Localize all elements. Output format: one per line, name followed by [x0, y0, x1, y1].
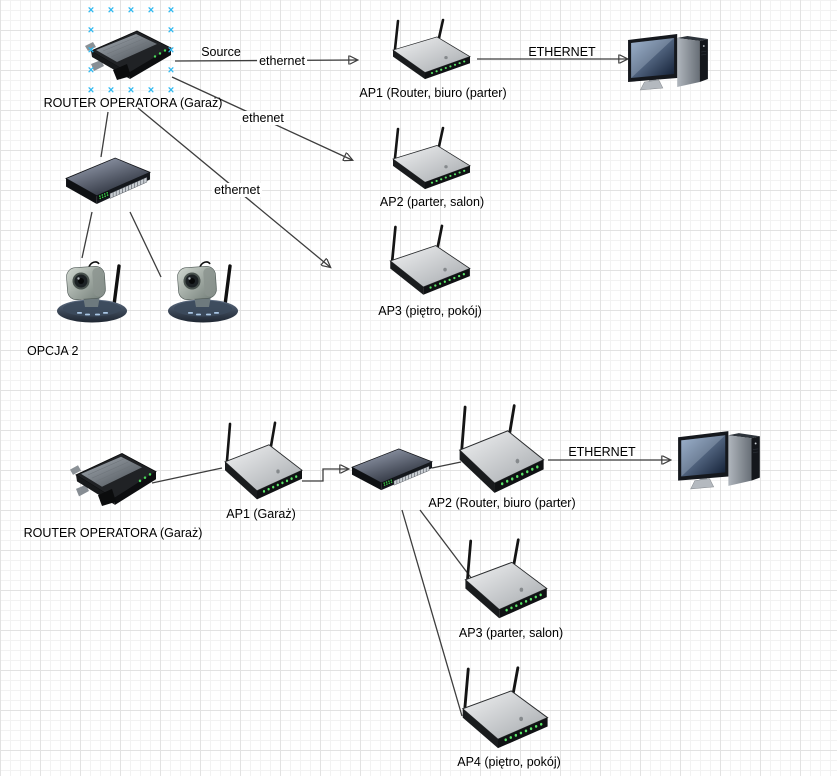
- connection-point-handle[interactable]: ×: [127, 4, 135, 17]
- edge-router1-switch1[interactable]: [100, 111, 109, 158]
- label-ap3-top: AP3 (piętro, pokój): [378, 304, 482, 318]
- node-ap2-bottom[interactable]: [452, 404, 548, 497]
- connection-point-handle[interactable]: ×: [87, 44, 95, 57]
- connection-point-handle[interactable]: ×: [167, 84, 175, 97]
- node-ap4-bottom[interactable]: [455, 666, 552, 752]
- connection-point-handle[interactable]: ×: [167, 64, 175, 77]
- connection-point-handle[interactable]: ×: [87, 24, 95, 37]
- edge-router2-ap1b[interactable]: [151, 467, 223, 484]
- node-router-operatora-1[interactable]: [83, 24, 175, 81]
- edge-label-source: Source: [201, 45, 241, 59]
- edge-label-ethernet-caps-1: ETHERNET: [528, 45, 596, 59]
- connection-point-handle[interactable]: ×: [87, 84, 95, 97]
- connection-point-handle[interactable]: ×: [167, 24, 175, 37]
- edge-switch1-camera2[interactable]: [129, 211, 162, 278]
- edge-label-ethernet-1: ethernet: [257, 54, 307, 68]
- connection-point-handle[interactable]: ×: [167, 44, 175, 57]
- label-ap2-bottom: AP2 (Router, biuro (parter): [428, 496, 576, 510]
- connection-point-handle[interactable]: ×: [107, 4, 115, 17]
- connection-point-handle[interactable]: ×: [147, 84, 155, 97]
- node-ap2-top[interactable]: [386, 126, 474, 192]
- label-ap3-bottom: AP3 (parter, salon): [458, 626, 564, 640]
- label-ap1-bottom: AP1 (Garaż): [226, 507, 296, 521]
- edge-label-ethernet-caps-2: ETHERNET: [568, 445, 636, 459]
- connection-point-handle[interactable]: ×: [147, 4, 155, 17]
- edge-label-ethenet: ethenet: [240, 111, 286, 125]
- connection-point-handle[interactable]: ×: [107, 84, 115, 97]
- node-camera-1[interactable]: [53, 260, 133, 325]
- edge-switch2-ap3b[interactable]: [419, 509, 473, 580]
- edge-switch1-camera1[interactable]: [81, 211, 93, 259]
- label-ap1-top: AP1 (Router, biuro (parter): [359, 86, 507, 100]
- edge-switch2-ap2b[interactable]: [431, 461, 462, 469]
- node-camera-2[interactable]: [164, 260, 244, 325]
- node-computer-2[interactable]: [676, 429, 764, 491]
- edge-switch2-ap4b[interactable]: [401, 509, 463, 717]
- label-ap2-top: AP2 (parter, salon): [379, 195, 485, 209]
- label-router-operatora-1: ROUTER OPERATORA (Garaż): [43, 96, 223, 110]
- connection-point-handle[interactable]: ×: [127, 84, 135, 97]
- label-router-operatora-2: ROUTER OPERATORA (Garaż): [23, 526, 203, 540]
- edge-ap1b-switch2[interactable]: [302, 469, 348, 482]
- connection-point-handle[interactable]: ×: [87, 64, 95, 77]
- label-ap4-bottom: AP4 (piętro, pokój): [457, 755, 561, 769]
- node-switch-1[interactable]: [64, 157, 152, 206]
- node-switch-2[interactable]: [350, 448, 434, 492]
- node-ap3-bottom[interactable]: [458, 538, 551, 622]
- node-ap3-top[interactable]: [383, 224, 474, 298]
- edge-label-ethernet-2: ethernet: [212, 183, 262, 197]
- node-computer-1[interactable]: [626, 32, 712, 92]
- node-ap1-bottom[interactable]: [218, 421, 306, 503]
- label-opcja-2: OPCJA 2: [27, 344, 79, 358]
- connection-point-handle[interactable]: ×: [167, 4, 175, 17]
- connection-point-handle[interactable]: ×: [87, 4, 95, 17]
- node-router-operatora-2[interactable]: [68, 446, 160, 507]
- node-ap1-top[interactable]: [386, 18, 474, 82]
